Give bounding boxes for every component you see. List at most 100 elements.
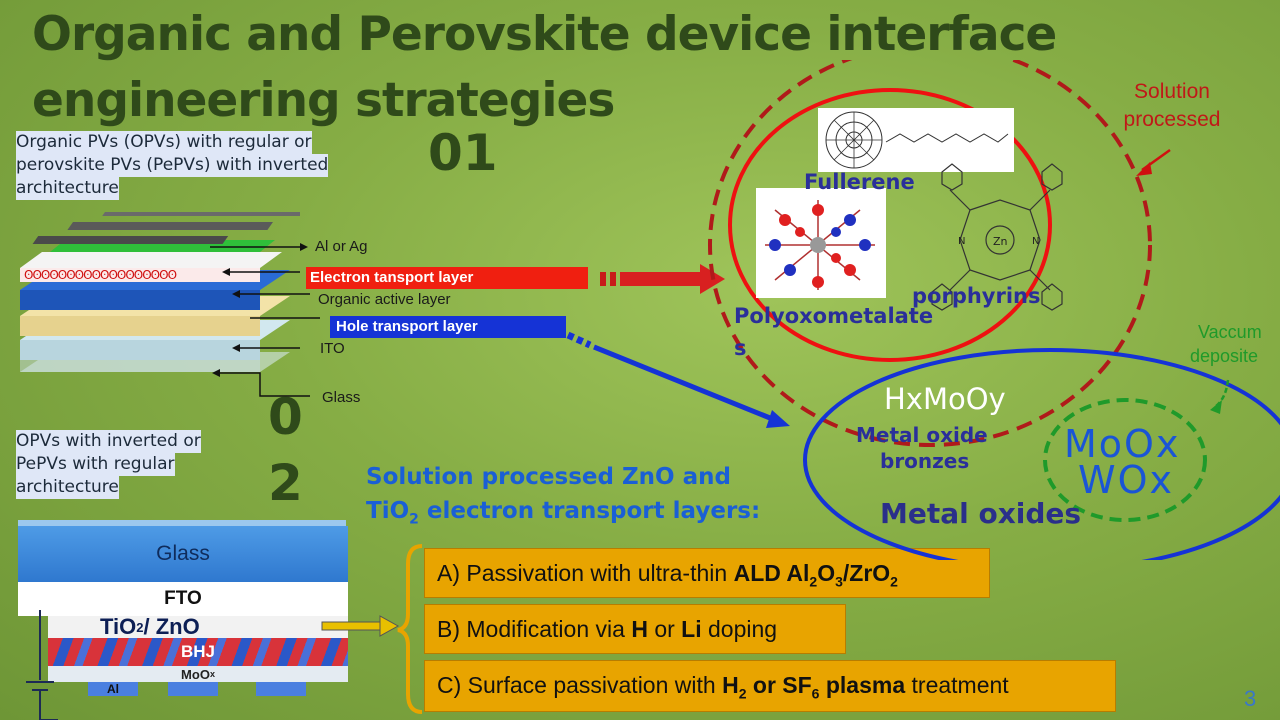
item-b-bold2: Li — [681, 616, 702, 642]
item-a-bold3: /ZrO — [842, 560, 891, 586]
cell-circuit-wire — [26, 610, 58, 720]
item-a-bold1: ALD Al — [733, 560, 810, 586]
cell-glass-label: Glass — [156, 542, 210, 565]
metal-oxide-bronzes-label: Metal oxide bronzes — [856, 422, 988, 474]
section1-label: Organic PVs (OPVs) with regular or perov… — [16, 131, 402, 200]
n-atom-label-left: N — [958, 236, 965, 247]
item-c-sub1: 2 — [738, 685, 747, 702]
strategy-item-c: C) Surface passivation with H2 or SF6 pl… — [424, 660, 1116, 712]
etl-arrow — [600, 264, 725, 294]
htl-arrow — [566, 331, 790, 428]
porphyrin-structure — [931, 163, 1063, 311]
item-c-text: C) Surface passivation with — [437, 672, 723, 698]
fullerene-label: Fullerene — [804, 170, 915, 194]
moox-label: MoOx — [1064, 422, 1181, 466]
layer-pointer-lines — [210, 243, 320, 397]
porphyrins-label: porphyrins — [912, 284, 1041, 308]
item-b-bold1: H — [631, 616, 648, 642]
solution-heading: Solution processed ZnO and TiO2 electron… — [366, 460, 806, 537]
etl-layer — [20, 252, 282, 268]
item-c-bold1: H — [722, 672, 739, 698]
cell-bhj-label: BHJ — [180, 642, 215, 661]
bronzes-line1: Metal oxide — [856, 423, 988, 447]
section2-label: OPVs with inverted or PePVs with regular… — [16, 430, 246, 499]
vacuum-deposited-circle — [1043, 398, 1207, 522]
vacuum-line1: Vaccum — [1198, 322, 1262, 342]
cell-tio2-sub: 2 — [136, 619, 144, 635]
vacuum-deposited-label: Vaccum deposite — [1190, 320, 1280, 368]
item-a-sub3: 2 — [890, 573, 898, 590]
item-a-sub2: 3 — [835, 573, 843, 590]
label-al-ag: Al or Ag — [315, 238, 368, 255]
item-c-sub2: 6 — [811, 685, 820, 702]
solution-processed-label: Solution processed — [1112, 78, 1232, 134]
item-b-post: doping — [701, 616, 778, 642]
cell-bhj-layer: BHJ — [48, 638, 348, 666]
cell-al-electrode-right — [256, 682, 306, 696]
item-a-text: A) Passivation with ultra-thin — [437, 560, 734, 586]
section2-label-line2: PePVs with regular — [16, 453, 175, 476]
section2-label-line3: architecture — [16, 476, 119, 499]
section2-number-top: 0 — [268, 388, 303, 446]
polyoxo-line2: s — [734, 336, 747, 360]
solution-heading-line1: Solution processed ZnO and — [366, 464, 731, 490]
solution-processed-dashed-circle — [708, 60, 1152, 447]
cell-al-label: Al — [107, 682, 119, 696]
section2-number-bottom: 2 — [268, 454, 303, 512]
metal-oxides-ellipse — [803, 348, 1280, 560]
layer-stack-diagram: ʘʘʘʘʘʘʘʘʘʘʘʘʘʘʘʘʘʘ — [20, 212, 300, 372]
cell-glass-layer: Glass — [18, 526, 348, 582]
cell-moo-sub: x — [209, 669, 215, 679]
page-title: Organic and Perovskite device interface … — [32, 7, 1057, 128]
item-b-text: B) Modification via — [437, 616, 632, 642]
zn-atom-label: Zn — [993, 235, 1008, 248]
solution-heading-line2-sub: 2 — [409, 511, 419, 528]
cell-tio2-label: TiO — [100, 614, 137, 639]
polyoxometalate-image — [756, 188, 886, 298]
bronzes-line2: bronzes — [880, 449, 970, 473]
item-c-bold3: plasma — [819, 672, 906, 698]
solution-heading-line2-pre: TiO — [366, 498, 410, 524]
cell-al-electrode-middle — [168, 682, 218, 696]
section1-label-line1: Organic PVs (OPVs) with regular or — [16, 131, 312, 154]
cell-fto-layer: FTO — [18, 582, 348, 616]
fullerene-image — [818, 108, 1014, 172]
strategy-item-b: B) Modification via H or Li doping — [424, 604, 846, 654]
metal-oxides-label: Metal oxides — [880, 497, 1082, 530]
polyoxo-line1: Polyoxometalate — [734, 304, 934, 328]
svg-text:ʘʘʘʘʘʘʘʘʘʘʘʘʘʘʘʘʘʘ: ʘʘʘʘʘʘʘʘʘʘʘʘʘʘʘʘʘʘ — [24, 268, 177, 282]
etl-bar: Electron tansport layer — [306, 267, 588, 289]
section2-label-line1: OPVs with inverted or — [16, 430, 201, 453]
solution-processed-line1: Solution — [1134, 80, 1210, 103]
cell-al-electrode-left: Al — [88, 682, 138, 696]
label-ito: ITO — [320, 340, 345, 357]
htl-bar: Hole transport layer — [330, 316, 566, 338]
materials-diagram: Zn N N — [566, 60, 1280, 560]
n-atom-label-right: N — [1032, 236, 1039, 247]
cell-tio2-rest: / ZnO — [143, 614, 200, 639]
hxmooy-label: HxMoOy — [884, 382, 1006, 416]
cell-fto-label: FTO — [164, 588, 202, 609]
wox-label: WOx — [1078, 458, 1174, 502]
section1-number: 01 — [428, 124, 498, 182]
item-c-post: treatment — [905, 672, 1009, 698]
item-a-bold2: O — [817, 560, 836, 586]
label-active-layer: Organic active layer — [318, 291, 451, 308]
item-b-mid: or — [647, 616, 682, 642]
vacuum-line2: deposite — [1190, 346, 1259, 366]
cell-to-list-arrow — [321, 615, 400, 637]
item-a-sub1: 2 — [809, 573, 818, 590]
item-c-bold2: or SF — [746, 672, 812, 698]
solution-heading-line2: TiO2 electron transport layers: — [366, 494, 806, 537]
polyoxometalates-label: Polyoxometalate s — [734, 300, 933, 364]
section1-label-line2: perovskite PVs (PePVs) with inverted — [16, 154, 329, 177]
list-bracket — [397, 544, 423, 714]
cell-moo-label: MoO — [181, 666, 210, 682]
organic-materials-circle — [728, 88, 1052, 362]
strategy-item-a: A) Passivation with ultra-thin ALD Al2O3… — [424, 548, 990, 598]
page-number: 3 — [1244, 686, 1257, 711]
solution-processed-line2: processed — [1123, 108, 1221, 131]
